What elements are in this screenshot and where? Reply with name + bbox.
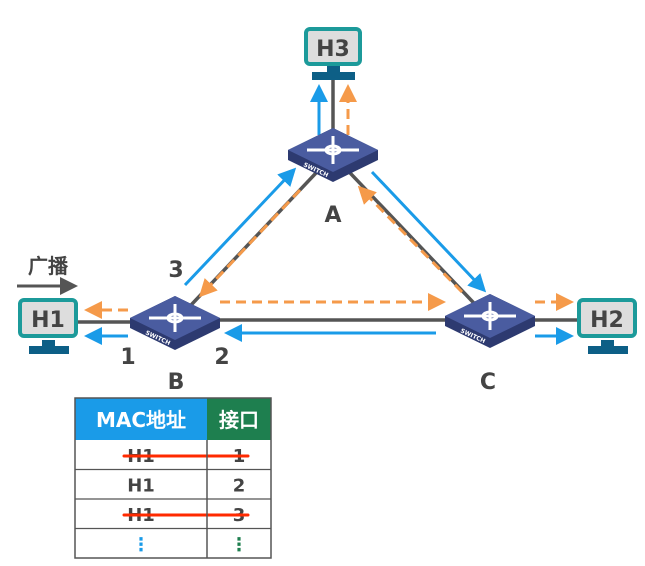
switch-c-icon[interactable]: [443, 292, 537, 350]
port-3-label: 3: [168, 258, 183, 283]
switch-c-label: C: [480, 370, 496, 395]
mac-header: MAC地址: [96, 408, 186, 432]
switch-a-icon[interactable]: [286, 126, 380, 184]
links: [75, 78, 578, 324]
table-row: H13: [75, 498, 271, 526]
port-cell: ⋮: [230, 535, 248, 556]
table-row: ⋮⋮: [75, 527, 271, 556]
host-h1[interactable]: H1: [18, 298, 78, 354]
host-h3[interactable]: H3: [304, 27, 362, 80]
host-h2-label: H2: [590, 308, 624, 333]
table-row: H1 2: [75, 468, 271, 497]
monitor-icon: [304, 27, 362, 66]
port-1-label: 1: [120, 345, 135, 370]
table-body: H11H12H13⋮⋮: [75, 446, 271, 556]
port-header-bg: [207, 398, 271, 440]
unicast-path: [84, 84, 574, 345]
switch-b-icon[interactable]: [128, 294, 222, 352]
switch-b-label: B: [168, 370, 185, 395]
switch-a-label: A: [324, 203, 341, 228]
orange-arrow-c-a: [357, 185, 464, 294]
broadcast-path: [84, 84, 574, 319]
host-h3-label: H3: [316, 37, 350, 62]
broadcast-label: 广播: [28, 254, 69, 278]
port-cell: 2: [233, 476, 246, 497]
monitor-icon: [577, 298, 637, 338]
table-row: H11: [122, 446, 250, 467]
mac-header-bg: [75, 398, 207, 440]
monitor-icon: [18, 298, 78, 338]
mac-table: MAC地址 接口 H11H12H13⋮⋮: [74, 397, 272, 559]
port-header: 接口: [219, 408, 259, 432]
blue-arrow-a-c: [370, 170, 487, 293]
mac-cell: ⋮: [132, 535, 150, 556]
host-h1-label: H1: [31, 308, 65, 333]
link-a-c: [331, 153, 492, 322]
orange-arrow-a-b: [198, 188, 302, 298]
blue-arrow-b-a: [183, 167, 297, 287]
host-h2[interactable]: H2: [577, 298, 637, 354]
port-2-label: 2: [214, 345, 229, 370]
mac-cell: H1: [127, 476, 155, 497]
